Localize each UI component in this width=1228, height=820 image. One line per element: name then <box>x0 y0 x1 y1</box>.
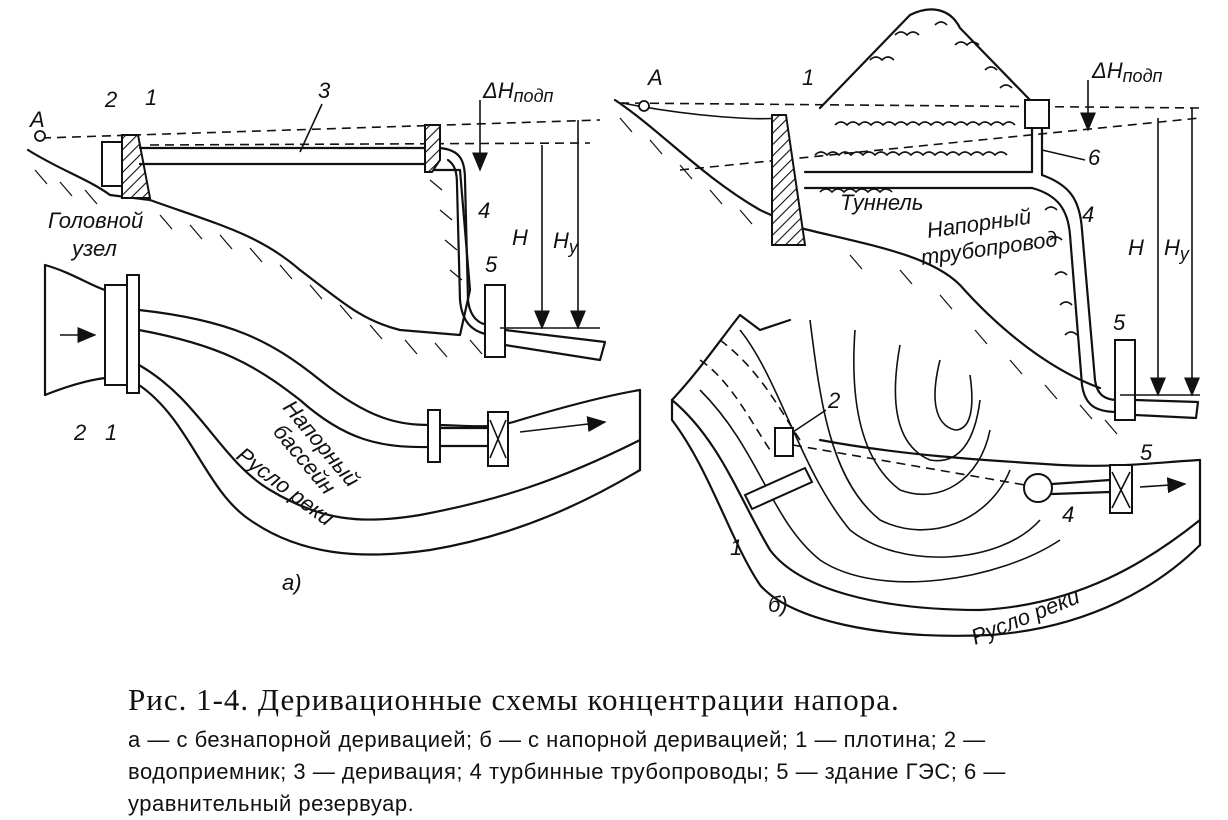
label-plant-5-b: 5 <box>1113 310 1126 335</box>
river-bed-a <box>137 363 642 521</box>
rock-texture <box>814 21 1078 336</box>
sublabel-b: б) <box>768 592 788 617</box>
river-bed-b <box>670 398 1202 612</box>
plan-derivation-b <box>792 444 1026 486</box>
plan-b-label-4: 4 <box>1062 502 1074 527</box>
label-hy: Hy <box>553 228 579 257</box>
mountain-outline <box>818 8 1032 110</box>
label-plant-5: 5 <box>485 252 498 277</box>
label-intake-2: 2 <box>104 87 117 112</box>
penstock <box>438 146 492 327</box>
plan-intake <box>104 284 128 386</box>
label-tunnel: Туннель <box>840 190 923 215</box>
ground-line-b <box>613 98 1102 390</box>
label-headworks-line2: узел <box>70 236 117 261</box>
label-pipeline-4-b: 4 <box>1082 202 1094 227</box>
sublabel-a: а) <box>282 570 302 595</box>
diagram-a-profile: A 2 1 3 4 5 ΔHподп H Hy Головной узел <box>26 78 607 362</box>
label-delta-h: ΔHподп <box>482 78 554 106</box>
plan-b-label-1: 1 <box>730 535 742 560</box>
dam-structure <box>121 134 152 199</box>
plan-forebay <box>427 409 441 463</box>
tail-water-line <box>149 142 591 146</box>
plan-canal <box>137 308 432 427</box>
derivation-schemes-figure: A 2 1 3 4 5 ΔHподп H Hy Головной узел <box>26 8 1202 650</box>
dam-structure-b <box>771 114 807 246</box>
plan-b-label-2: 2 <box>827 388 840 413</box>
label-point-a-b: A <box>646 65 663 90</box>
label-dam-1-b: 1 <box>802 65 814 90</box>
pressure-pipeline <box>1040 173 1120 402</box>
plan-a-label-2: 2 <box>73 420 86 445</box>
label-surge-tank-6: 6 <box>1088 145 1101 170</box>
label-river-bed-b: Русло реки <box>968 584 1084 650</box>
ground-line <box>26 148 472 337</box>
plan-intake-b <box>774 427 794 457</box>
forebay-structure <box>424 124 441 173</box>
plan-dam-b <box>743 466 814 511</box>
label-dam-1: 1 <box>145 85 157 110</box>
plan-surge-tank-b <box>1023 473 1053 503</box>
label-h-b: H <box>1128 235 1144 260</box>
label-h: H <box>512 225 528 250</box>
label-derivation-3: 3 <box>318 78 331 103</box>
plan-a-label-1: 1 <box>105 420 117 445</box>
plan-b-label-5: 5 <box>1140 440 1153 465</box>
diagram-a-plan: 2 1 Напорный бассейн Русло реки а) <box>43 263 642 595</box>
power-house <box>484 284 506 358</box>
plan-a-bank <box>43 263 107 397</box>
contour-lines <box>699 319 1061 583</box>
figure-caption: Рис. 1-4. Деривационные схемы концентрац… <box>128 680 1108 820</box>
label-delta-h-b: ΔHподп <box>1091 58 1163 86</box>
label-hy-b: Hy <box>1164 235 1190 264</box>
caption-title: Рис. 1-4. Деривационные схемы концентрац… <box>128 682 900 717</box>
ground-hatching <box>34 169 483 358</box>
label-headworks-line1: Головной <box>48 208 143 233</box>
power-house-b <box>1114 339 1136 421</box>
plan-dam <box>126 274 140 394</box>
upstream-water-level-b <box>619 102 1201 109</box>
label-point-a: A <box>28 107 45 132</box>
label-penstock-4: 4 <box>478 198 490 223</box>
surge-tank <box>1024 99 1050 129</box>
diagram-b-profile: A 1 6 4 5 ΔHподп H Hy Туннель Напорный т… <box>613 8 1201 435</box>
intake-structure <box>101 141 125 187</box>
valley-edge <box>670 313 792 402</box>
caption-body: а — с безнапорной деривацией; б — с напо… <box>128 727 1006 816</box>
